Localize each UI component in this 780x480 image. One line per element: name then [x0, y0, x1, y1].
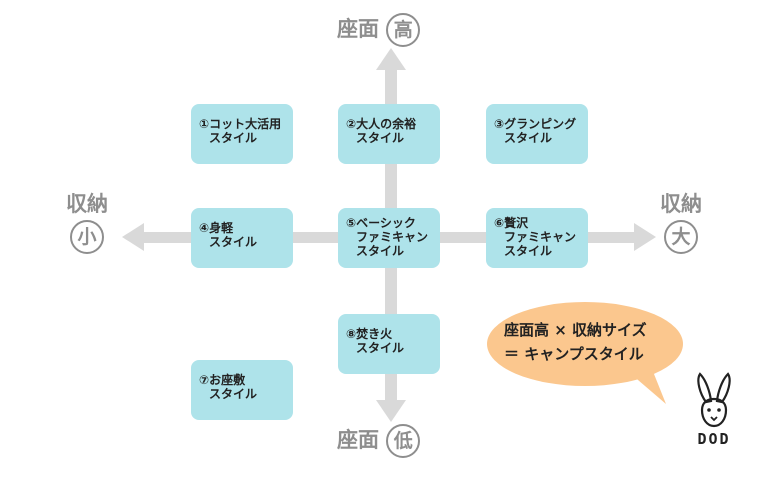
style-box-5-title: ⑤ベーシック [346, 216, 416, 230]
axis-label-bottom-text: 座面 [337, 428, 379, 452]
dod-logo-text: DOD [697, 430, 731, 448]
arrow-down-icon [376, 400, 406, 422]
style-box-8-title: ⑧焚き火 [346, 327, 393, 341]
axis-label-bottom-circle: 低 [386, 424, 421, 458]
style-box-8: ⑧焚き火 スタイル [338, 314, 440, 374]
style-box-2-sub: スタイル [356, 131, 405, 145]
style-box-4-sub: スタイル [209, 235, 258, 249]
arrow-right-icon [634, 223, 656, 251]
style-box-5-sub2: スタイル [356, 244, 405, 258]
speech-bubble [487, 302, 683, 386]
axis-label-right-circle: 大 [664, 220, 698, 254]
axis-label-top-text: 座面 [337, 17, 379, 41]
axis-label-right-text: 収納 [660, 192, 702, 216]
axis-label-left: 収納 小 [57, 192, 117, 254]
style-box-7: ⑦お座敷 スタイル [191, 360, 293, 420]
style-box-1-sub: スタイル [209, 131, 258, 145]
rabbit-icon [697, 372, 731, 428]
style-box-5: ⑤ベーシック ファミキャン スタイル [338, 208, 440, 268]
axis-label-top-circle: 高 [386, 13, 421, 47]
style-box-3: ③グランピング スタイル [486, 104, 588, 164]
style-box-7-title: ⑦お座敷 [199, 373, 246, 387]
speech-bubble-line1: 座面高 × 収納サイズ [504, 321, 647, 339]
style-box-3-sub: スタイル [504, 131, 553, 145]
dod-logo: DOD [684, 372, 744, 452]
style-box-4-title: ④身軽 [199, 221, 234, 235]
style-box-2: ②大人の余裕 スタイル [338, 104, 440, 164]
style-box-2-title: ②大人の余裕 [346, 117, 417, 131]
style-box-5-sub1: ファミキャン [356, 230, 429, 244]
axis-label-bottom: 座面 低 [337, 424, 421, 458]
axis-label-left-text: 収納 [66, 192, 108, 216]
style-box-6-sub2: スタイル [504, 244, 553, 258]
style-box-8-sub: スタイル [356, 341, 405, 355]
style-box-1-title: ①コット大活用 [199, 117, 282, 131]
style-box-3-title: ③グランピング [494, 117, 577, 131]
axis-label-top: 座面 高 [337, 13, 421, 47]
arrow-up-icon [376, 48, 406, 70]
style-box-1: ①コット大活用 スタイル [191, 104, 293, 164]
style-box-6-sub1: ファミキャン [504, 230, 577, 244]
speech-bubble-line2: ＝ キャンプスタイル [504, 345, 644, 363]
arrow-left-icon [122, 223, 144, 251]
axis-label-left-circle: 小 [70, 220, 104, 254]
style-box-7-sub: スタイル [209, 387, 258, 401]
style-box-6: ⑥贅沢 ファミキャン スタイル [486, 208, 588, 268]
speech-bubble-text: 座面高 × 収納サイズ ＝ キャンプスタイル [504, 318, 674, 366]
axis-label-right: 収納 大 [651, 192, 711, 254]
style-box-6-title: ⑥贅沢 [494, 216, 529, 230]
style-box-4: ④身軽 スタイル [191, 208, 293, 268]
